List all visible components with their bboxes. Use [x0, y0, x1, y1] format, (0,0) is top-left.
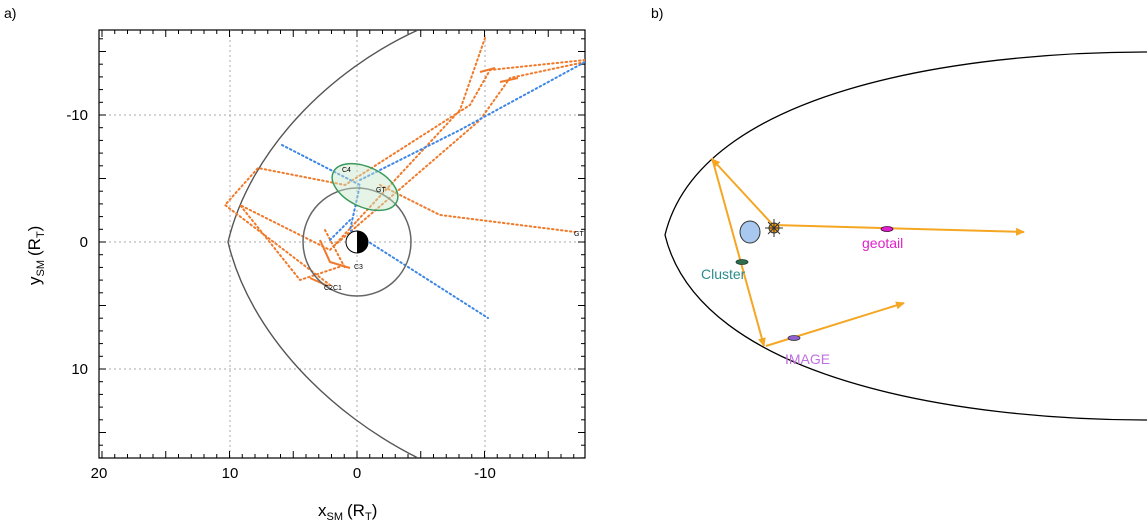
- panel-b: b) Cluster geotail IMAGE: [651, 5, 1147, 421]
- sun-icon: [765, 219, 783, 237]
- earth-icon: [345, 230, 369, 254]
- image-marker: [787, 335, 801, 341]
- orange-arrows: [711, 157, 1025, 347]
- tag-c4: C4: [342, 167, 351, 174]
- x-tick-0: 0: [353, 465, 361, 482]
- earth-icon-b: [739, 220, 761, 244]
- blue-track-3: [329, 219, 351, 241]
- tag-gt-right: GT: [574, 231, 584, 238]
- tag-c2c1: C2C1: [324, 285, 342, 292]
- x-tick-10: 10: [222, 465, 239, 482]
- panel-a-label: a): [4, 5, 16, 21]
- arrow-to-image: [711, 157, 766, 347]
- orange-track-5: [324, 229, 346, 269]
- arrow-tail-direction: [773, 224, 1025, 236]
- plot-frame: [98, 29, 586, 459]
- grid: [99, 30, 585, 458]
- panel-b-label: b): [651, 5, 663, 21]
- y-tick-0: 0: [80, 234, 88, 251]
- geotail-label: geotail: [862, 235, 903, 251]
- tag-gt-center: GT: [376, 187, 386, 194]
- blue-track-2: [359, 61, 585, 181]
- orange-solid-b: [479, 67, 496, 73]
- image-label: IMAGE: [785, 351, 830, 367]
- magnetosphere-outline: [664, 51, 1147, 421]
- tick-marks: [99, 30, 585, 459]
- y-axis-title: ySM(RT): [25, 226, 47, 285]
- blue-trajectories: [281, 61, 585, 319]
- blue-track-1: [281, 144, 489, 319]
- cluster-label: Cluster: [701, 266, 746, 282]
- y-tick-neg10: -10: [66, 107, 88, 124]
- tag-c3: C3: [354, 264, 363, 271]
- magnetopause-boundary: [227, 30, 419, 458]
- cluster-marker: [735, 259, 749, 265]
- orange-track-3: [334, 61, 585, 246]
- geotail-marker: [880, 226, 894, 232]
- orange-solid-c: [499, 77, 519, 83]
- arrow-image-out: [765, 301, 905, 347]
- arrow-to-apex: [711, 158, 774, 226]
- orange-track-4: [379, 184, 576, 233]
- y-tick-10: 10: [71, 361, 88, 378]
- orange-track-1: [239, 37, 486, 282]
- orange-solid-a: [319, 239, 351, 269]
- x-tick-neg10: -10: [474, 465, 496, 482]
- inner-boundary-circle: [302, 187, 412, 297]
- green-ellipse: [331, 162, 399, 212]
- panel-a: a): [4, 5, 586, 523]
- x-tick-20: 20: [91, 465, 108, 482]
- x-axis-title: xSM(RT): [318, 501, 377, 523]
